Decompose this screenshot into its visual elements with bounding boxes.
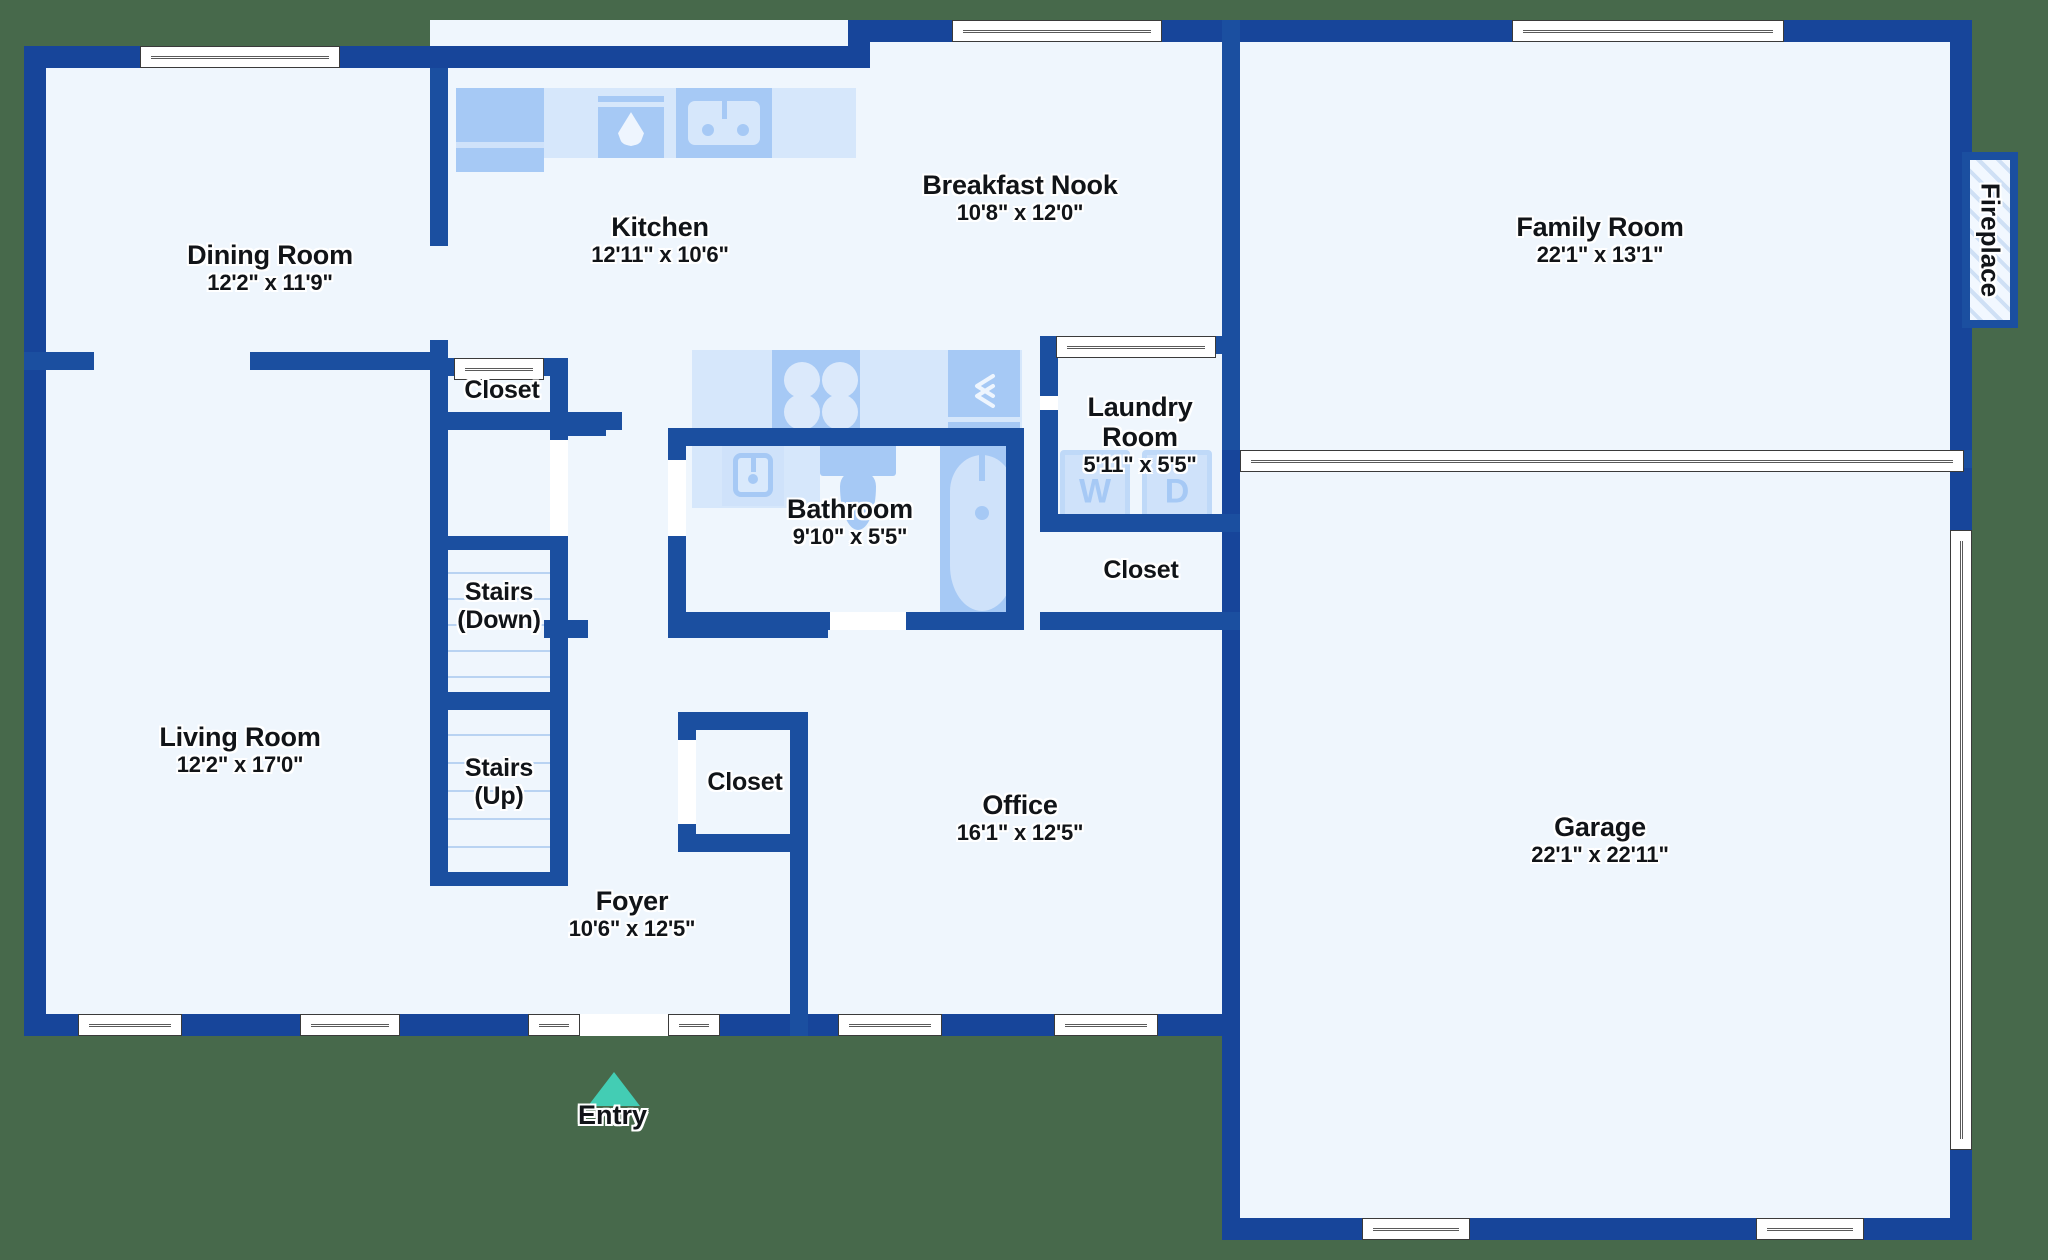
wall-bath-top — [668, 428, 1024, 446]
wall-hall-left-lower — [668, 620, 686, 634]
window-closet-k — [454, 358, 544, 380]
wall-top-kitchen — [430, 46, 870, 68]
wall-right-family — [1950, 20, 1972, 460]
window-garage-right — [1950, 530, 1972, 1150]
wall-foyercloset-top — [678, 712, 808, 730]
stairs-up-treads — [448, 708, 568, 878]
door-bath-bottom — [830, 612, 906, 630]
floor-garage — [1222, 450, 1972, 1240]
window-kitchen-top — [952, 20, 1162, 42]
wall-stub-hall — [550, 418, 606, 436]
fireplace-label: Fireplace — [1975, 182, 2006, 298]
door-bath-left — [668, 460, 686, 536]
dishwasher-icon — [598, 96, 664, 158]
kitchen-sink-icon — [676, 88, 772, 158]
floor-right-block — [1230, 20, 1972, 460]
window-laundry-top — [1056, 336, 1216, 358]
wall-dining-kitchen — [430, 46, 448, 246]
wall-nook-left — [848, 20, 870, 46]
wall-dining-living-divider-left — [24, 352, 94, 370]
window-garage-bottom-1 — [1362, 1218, 1470, 1240]
range-hood-icon — [948, 350, 1020, 432]
wall-kitchen-nook-divider — [1222, 144, 1240, 162]
wall-nook-family — [1222, 20, 1240, 162]
wall-stairshaft-bottom — [430, 872, 568, 886]
window-dining-top — [140, 46, 340, 68]
door-laundry-right — [1040, 396, 1058, 410]
wall-stairshaft-right-2 — [550, 536, 568, 886]
wall-stub-living — [544, 620, 588, 638]
front-door-opening — [580, 1014, 668, 1036]
wall-laundry-bottom — [1040, 514, 1240, 532]
dryer-label: D — [1164, 472, 1190, 511]
wall-center-right — [1222, 144, 1240, 324]
wall-dining-living-divider-right — [250, 352, 448, 370]
door-hall-opening — [1024, 430, 1040, 446]
wall-stairshaft-left — [430, 430, 448, 886]
wall-foyer-right — [790, 712, 808, 1036]
entry-marker-icon — [588, 1072, 640, 1106]
wall-closet-k-right — [550, 358, 568, 418]
window-office-bottom-1 — [838, 1014, 942, 1036]
stovetop-icon — [772, 350, 860, 432]
wall-stair-mid — [430, 536, 568, 550]
window-family-top — [1512, 20, 1784, 42]
washer-label: W — [1078, 472, 1112, 511]
wall-bath-right — [1006, 428, 1024, 626]
window-foyer-bottom-2 — [668, 1014, 720, 1036]
toilet-icon — [820, 440, 896, 530]
window-foyer-bottom-1 — [528, 1014, 580, 1036]
wall-laundry-left — [1040, 336, 1058, 532]
window-living-bottom-1 — [78, 1014, 182, 1036]
window-office-bottom-2 — [1054, 1014, 1158, 1036]
refrigerator-icon — [456, 88, 544, 172]
door-stairshaft-upper — [550, 440, 568, 536]
wall-stair-mid-2 — [430, 692, 568, 710]
entry-label: Entry — [578, 1100, 648, 1130]
window-family-right-wall — [1240, 450, 1964, 472]
bathroom-vanity-sink-icon — [722, 444, 784, 506]
window-garage-bottom-2 — [1756, 1218, 1864, 1240]
fireplace-icon: Fireplace — [1962, 152, 2018, 328]
wall-garage-left — [1222, 450, 1240, 1240]
wall-left-outer — [24, 46, 46, 1036]
window-living-bottom-2 — [300, 1014, 400, 1036]
wall-hall-left — [668, 620, 828, 638]
door-foyercloset-left — [678, 740, 696, 824]
wall-hallcloset-bottom — [1040, 612, 1240, 630]
wall-foyercloset-bottom — [678, 834, 808, 852]
